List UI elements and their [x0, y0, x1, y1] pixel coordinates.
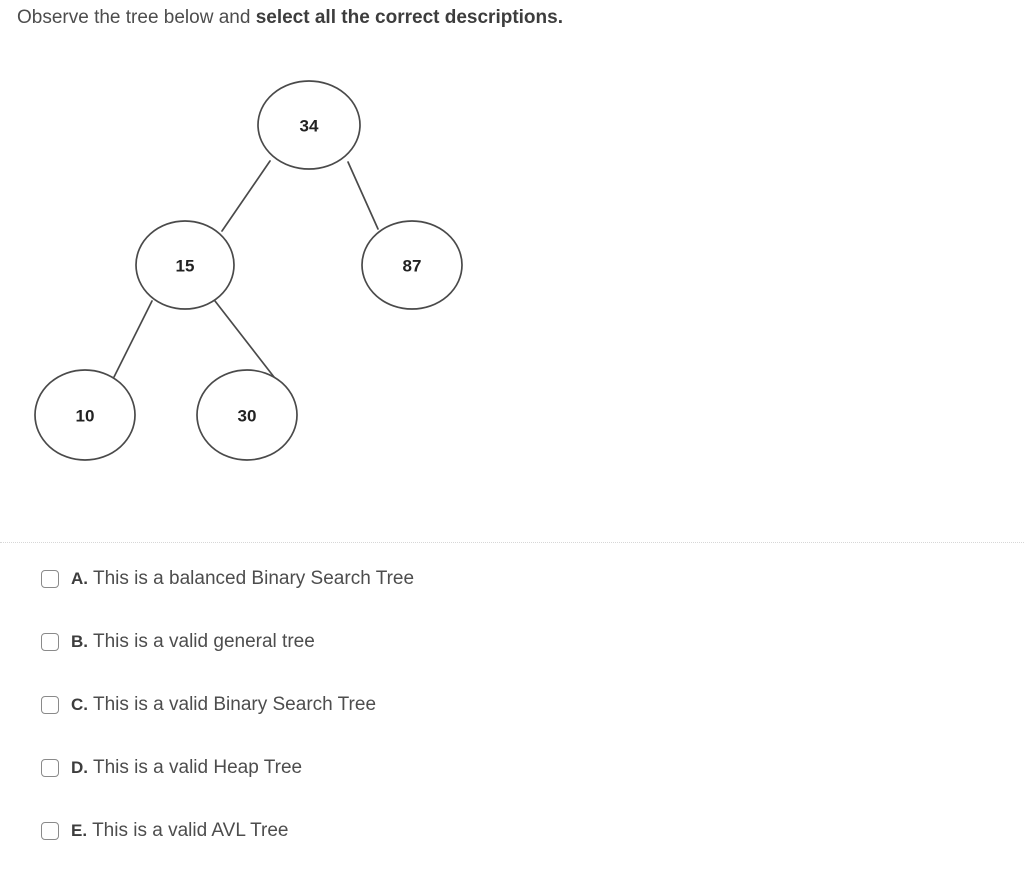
- tree-node-circle-15: [135, 220, 235, 310]
- tree-edge-group: [113, 160, 379, 378]
- option-text: A.This is a balanced Binary Search Tree: [71, 567, 414, 591]
- tree-node-label: 34: [300, 117, 319, 136]
- option-label: This is a valid Binary Search Tree: [93, 693, 377, 715]
- checkbox-e[interactable]: [41, 821, 59, 840]
- tree-node-30: 30: [196, 369, 298, 461]
- tree-node-label: 10: [76, 407, 95, 426]
- option-letter: A.: [71, 568, 88, 588]
- tree-node-label: 15: [176, 257, 195, 276]
- tree-edge-n15-to-n30: [214, 300, 275, 378]
- option-label: This is a balanced Binary Search Tree: [93, 567, 415, 589]
- tree-node-15: 15: [135, 220, 235, 310]
- tree-node-circle-34: [257, 80, 361, 170]
- tree-node-34: 34: [257, 80, 361, 170]
- option-letter: D.: [71, 757, 88, 777]
- option-row-d[interactable]: D.This is a valid Heap Tree: [0, 752, 1024, 783]
- option-row-c[interactable]: C.This is a valid Binary Search Tree: [0, 689, 1024, 720]
- tree-node-label: 30: [238, 407, 257, 426]
- tree-node-10: 10: [34, 369, 136, 461]
- option-label: This is a valid Heap Tree: [93, 756, 303, 778]
- tree-edge-n34-to-n15: [221, 160, 271, 232]
- option-label: This is a valid AVL Tree: [92, 819, 289, 841]
- prompt-lead-text: Observe the tree below and: [17, 7, 256, 28]
- tree-node-87: 87: [361, 220, 463, 310]
- checkbox-b[interactable]: [41, 632, 59, 651]
- checkbox-d[interactable]: [41, 758, 59, 777]
- option-row-e[interactable]: E.This is a valid AVL Tree: [0, 815, 1024, 846]
- tree-node-circle-87: [361, 220, 463, 310]
- section-divider: [0, 542, 1024, 543]
- option-text: E.This is a valid AVL Tree: [71, 819, 288, 843]
- option-row-a[interactable]: A.This is a balanced Binary Search Tree: [0, 563, 1024, 594]
- checkbox-c[interactable]: [41, 695, 59, 714]
- option-text: D.This is a valid Heap Tree: [71, 756, 302, 780]
- tree-node-circle-10: [34, 369, 136, 461]
- tree-node-label: 87: [403, 257, 422, 276]
- option-letter: E.: [71, 820, 88, 840]
- option-letter: B.: [71, 631, 88, 651]
- checkbox-a[interactable]: [41, 569, 59, 588]
- tree-node-circle-30: [196, 369, 298, 461]
- option-row-b[interactable]: B.This is a valid general tree: [0, 626, 1024, 657]
- tree-edge-n34-to-n87: [347, 161, 379, 230]
- question-prompt: Observe the tree below and select all th…: [17, 5, 563, 31]
- option-label: This is a valid general tree: [93, 630, 315, 652]
- option-text: B.This is a valid general tree: [71, 630, 315, 654]
- tree-edge-n15-to-n10: [113, 300, 153, 378]
- binary-tree-diagram: 34 15 87 10 30: [0, 55, 520, 495]
- option-letter: C.: [71, 694, 88, 714]
- prompt-emphasis-text: select all the correct descriptions.: [255, 7, 563, 28]
- tree-node-group: 34 15 87 10 30: [34, 80, 463, 461]
- option-text: C.This is a valid Binary Search Tree: [71, 693, 376, 717]
